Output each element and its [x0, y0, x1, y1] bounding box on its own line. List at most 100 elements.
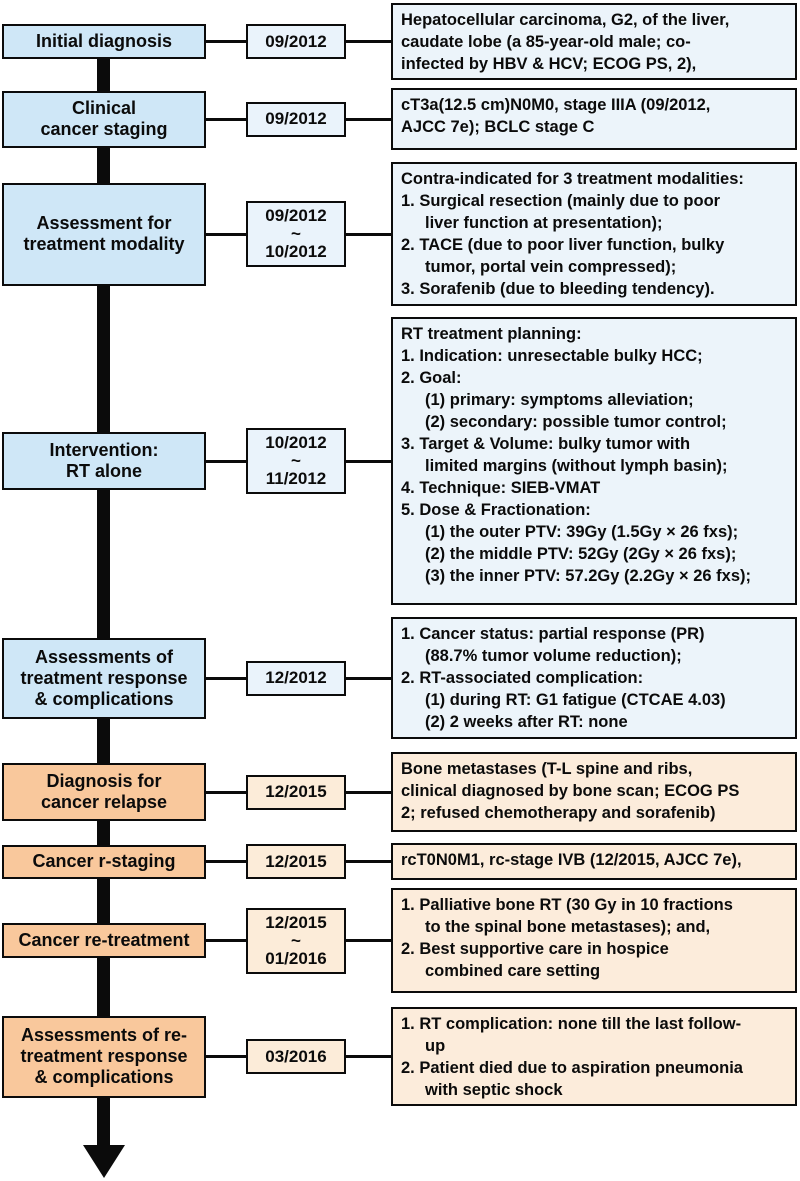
- date-label-line: 12/2015: [265, 912, 327, 932]
- stage-box-cancer-r-staging: Cancer r-staging: [2, 844, 206, 879]
- detail-text-line: (3) the inner PTV: 57.2Gy (2.2Gy × 26 fx…: [425, 567, 751, 585]
- detail-text-line: liver function at presentation);: [425, 214, 663, 232]
- date-label-line: 11/2012: [265, 469, 327, 488]
- detail-text-line: 1. Cancer status: partial response (PR): [401, 625, 705, 643]
- detail-text-line: to the spinal bone metastases); and,: [425, 918, 711, 936]
- connector-line: [346, 1055, 391, 1058]
- timeline-row-assessments-of-re-treatment-response: Assessments of re-treatment response& co…: [0, 1007, 800, 1106]
- detail-text-line: Hepatocellular carcinoma, G2, of the liv…: [401, 11, 730, 29]
- detail-text-line: Bone metastases (T-L spine and ribs,: [401, 760, 693, 778]
- stage-label-line: Assessments of re-: [20, 1025, 188, 1045]
- stage-label-line: Intervention:: [49, 440, 159, 460]
- date-label-line: ~: [291, 451, 301, 470]
- date-box-cancer-r-staging: 12/2015: [246, 844, 346, 879]
- stage-label-line: treatment response: [20, 667, 188, 688]
- date-box-assessment-for-treatment-modality: 09/2012~10/2012: [246, 201, 346, 267]
- connector-line: [206, 40, 246, 43]
- detail-text-line: (1) during RT: G1 fatigue (CTCAE 4.03): [425, 691, 726, 709]
- detail-text-line: 1. Surgical resection (mainly due to poo…: [401, 192, 721, 210]
- stage-label-line: cancer relapse: [40, 792, 168, 812]
- date-label-line: 03/2016: [265, 1046, 327, 1066]
- date-box-diagnosis-for-cancer-relapse: 12/2015: [246, 774, 346, 810]
- stage-label-line: Assessment for: [36, 213, 172, 233]
- detail-text-line: infected by HBV & HCV; ECOG PS, 2),: [401, 55, 697, 73]
- stage-label-line: Clinical: [71, 98, 137, 118]
- detail-text-line: 2. Best supportive care in hospice: [401, 940, 669, 958]
- detail-text-line: caudate lobe (a 85-year-old male; co-: [401, 33, 691, 51]
- stage-box-cancer-re-treatment: Cancer re-treatment: [2, 923, 206, 958]
- detail-text-line: RT treatment planning:: [401, 325, 582, 343]
- detail-text-line: rcT0N0M1, rc-stage IVB (12/2015, AJCC 7e…: [401, 851, 742, 869]
- connector-line: [206, 939, 246, 942]
- connector-line: [346, 939, 391, 942]
- detail-text-line: 1. RT complication: none till the last f…: [401, 1015, 742, 1033]
- date-box-cancer-re-treatment: 12/2015~01/2016: [246, 907, 346, 974]
- connector-line: [346, 232, 391, 236]
- timeline-row-initial-diagnosis: Initial diagnosis 09/2012 Hepatocellular…: [0, 3, 800, 80]
- stage-label-line: treatment modality: [23, 234, 185, 254]
- date-label-line: 10/2012: [265, 242, 327, 261]
- date-label-line: ~: [291, 930, 301, 950]
- detail-text-line: 2. Patient died due to aspiration pneumo…: [401, 1059, 743, 1077]
- stage-label-line: & complications: [34, 1067, 174, 1087]
- timeline-arrow-down-icon: [83, 1145, 125, 1178]
- detail-text-line: (2) secondary: possible tumor control;: [425, 413, 727, 431]
- detail-text-line: AJCC 7e); BCLC stage C: [401, 118, 595, 136]
- connector-line: [346, 676, 391, 680]
- stage-label-line: Initial diagnosis: [35, 31, 173, 51]
- date-label-line: ~: [291, 224, 301, 243]
- date-label-line: 10/2012: [265, 433, 327, 452]
- detail-text-line: 2. RT-associated complication:: [401, 669, 644, 687]
- stage-label-line: Cancer re-treatment: [18, 930, 190, 950]
- timeline-row-intervention-rt-alone: Intervention:RT alone 10/2012~11/2012 RT…: [0, 317, 800, 605]
- connector-line: [346, 40, 391, 43]
- date-label-line: 09/2012: [265, 109, 327, 128]
- date-label-line: 01/2016: [265, 948, 327, 968]
- stage-box-assessments-of-re-treatment-response: Assessments of re-treatment response& co…: [2, 1015, 206, 1098]
- date-box-assessments-of-re-treatment-response: 03/2016: [246, 1039, 346, 1074]
- detail-text-line: 2. TACE (due to poor liver function, bul…: [401, 236, 725, 254]
- detail-text-line: 3. Sorafenib (due to bleeding tendency).: [401, 280, 715, 298]
- detail-text-line: tumor, portal vein compressed);: [425, 258, 677, 276]
- date-label-line: 12/2012: [265, 668, 327, 687]
- timeline-row-cancer-r-staging: Cancer r-staging 12/2015 rcT0N0M1, rc-st…: [0, 843, 800, 880]
- date-label-line: 09/2012: [265, 206, 327, 225]
- detail-box-diagnosis-for-cancer-relapse: Bone metastases (T-L spine and ribs, clin…: [391, 752, 797, 832]
- detail-text-line: limited margins (without lymph basin);: [425, 457, 728, 475]
- date-box-initial-diagnosis: 09/2012: [246, 24, 346, 59]
- detail-text-line: clinical diagnosed by bone scan; ECOG PS: [401, 782, 740, 800]
- connector-line: [206, 459, 246, 463]
- stage-label-line: cancer staging: [40, 119, 168, 139]
- detail-text-line: Contra-indicated for 3 treatment modalit…: [401, 170, 744, 188]
- detail-box-clinical-cancer-staging: cT3a(12.5 cm)N0M0, stage IIIA (09/2012, A…: [391, 88, 797, 150]
- connector-line: [206, 860, 246, 863]
- detail-box-cancer-re-treatment: 1. Palliative bone RT (30 Gy in 10 fract…: [391, 888, 797, 993]
- stage-label-line: RT alone: [65, 461, 142, 481]
- stage-label-line: Cancer r-staging: [32, 851, 176, 871]
- detail-text-line: (2) the middle PTV: 52Gy (2Gy × 26 fxs);: [425, 545, 737, 563]
- detail-text-line: cT3a(12.5 cm)N0M0, stage IIIA (09/2012,: [401, 96, 711, 114]
- connector-line: [206, 117, 246, 121]
- date-label-line: 12/2015: [265, 782, 327, 801]
- connector-line: [206, 676, 246, 680]
- detail-text-line: 3. Target & Volume: bulky tumor with: [401, 435, 691, 453]
- detail-text-line: (1) the outer PTV: 39Gy (1.5Gy × 26 fxs)…: [425, 523, 739, 541]
- detail-text-line: 5. Dose & Fractionation:: [401, 501, 591, 519]
- detail-text-line: 2. Goal:: [401, 369, 462, 387]
- detail-box-initial-diagnosis: Hepatocellular carcinoma, G2, of the liv…: [391, 3, 797, 80]
- stage-label-line: treatment response: [20, 1046, 188, 1066]
- detail-box-assessments-of-re-treatment-response: 1. RT complication: none till the last f…: [391, 1007, 797, 1106]
- detail-text-line: 4. Technique: SIEB-VMAT: [401, 479, 601, 497]
- date-box-intervention-rt-alone: 10/2012~11/2012: [246, 428, 346, 494]
- timeline-row-cancer-re-treatment: Cancer re-treatment 12/2015~01/2016 1. P…: [0, 888, 800, 993]
- connector-line: [346, 860, 391, 863]
- detail-text-line: 2; refused chemotherapy and sorafenib): [401, 804, 716, 822]
